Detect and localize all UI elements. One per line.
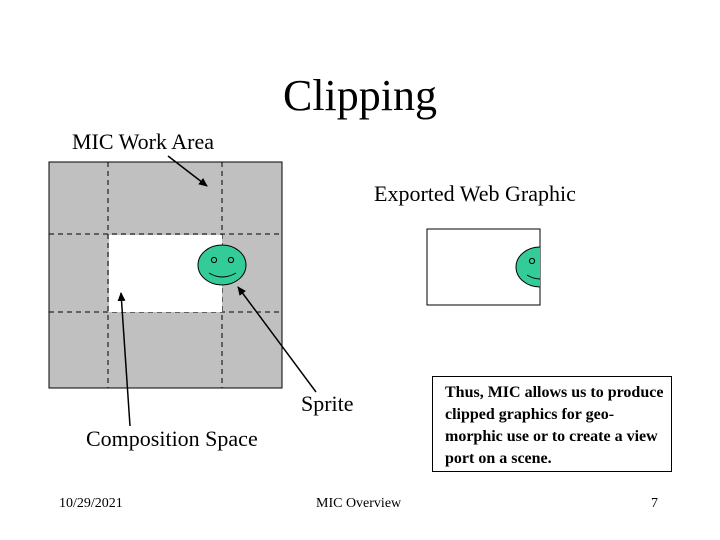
composition-arrow [117, 292, 131, 427]
label-work-area: MIC Work Area [72, 129, 215, 154]
label-exported-graphic: Exported Web Graphic [374, 181, 576, 206]
sprite-face-clipped [515, 246, 540, 288]
label-sprite: Sprite [301, 391, 354, 416]
footer-title: MIC Overview [316, 496, 402, 511]
sprite-arrow [237, 286, 317, 393]
page-number: 7 [651, 496, 658, 511]
label-composition-space: Composition Space [86, 426, 258, 451]
note-box: Thus, MIC allows us to produce clipped g… [432, 376, 672, 472]
sprite-face [197, 244, 247, 286]
footer-date: 10/29/2021 [59, 496, 123, 511]
work-area-arrow [167, 155, 208, 187]
slide-title: Clipping [282, 71, 438, 120]
